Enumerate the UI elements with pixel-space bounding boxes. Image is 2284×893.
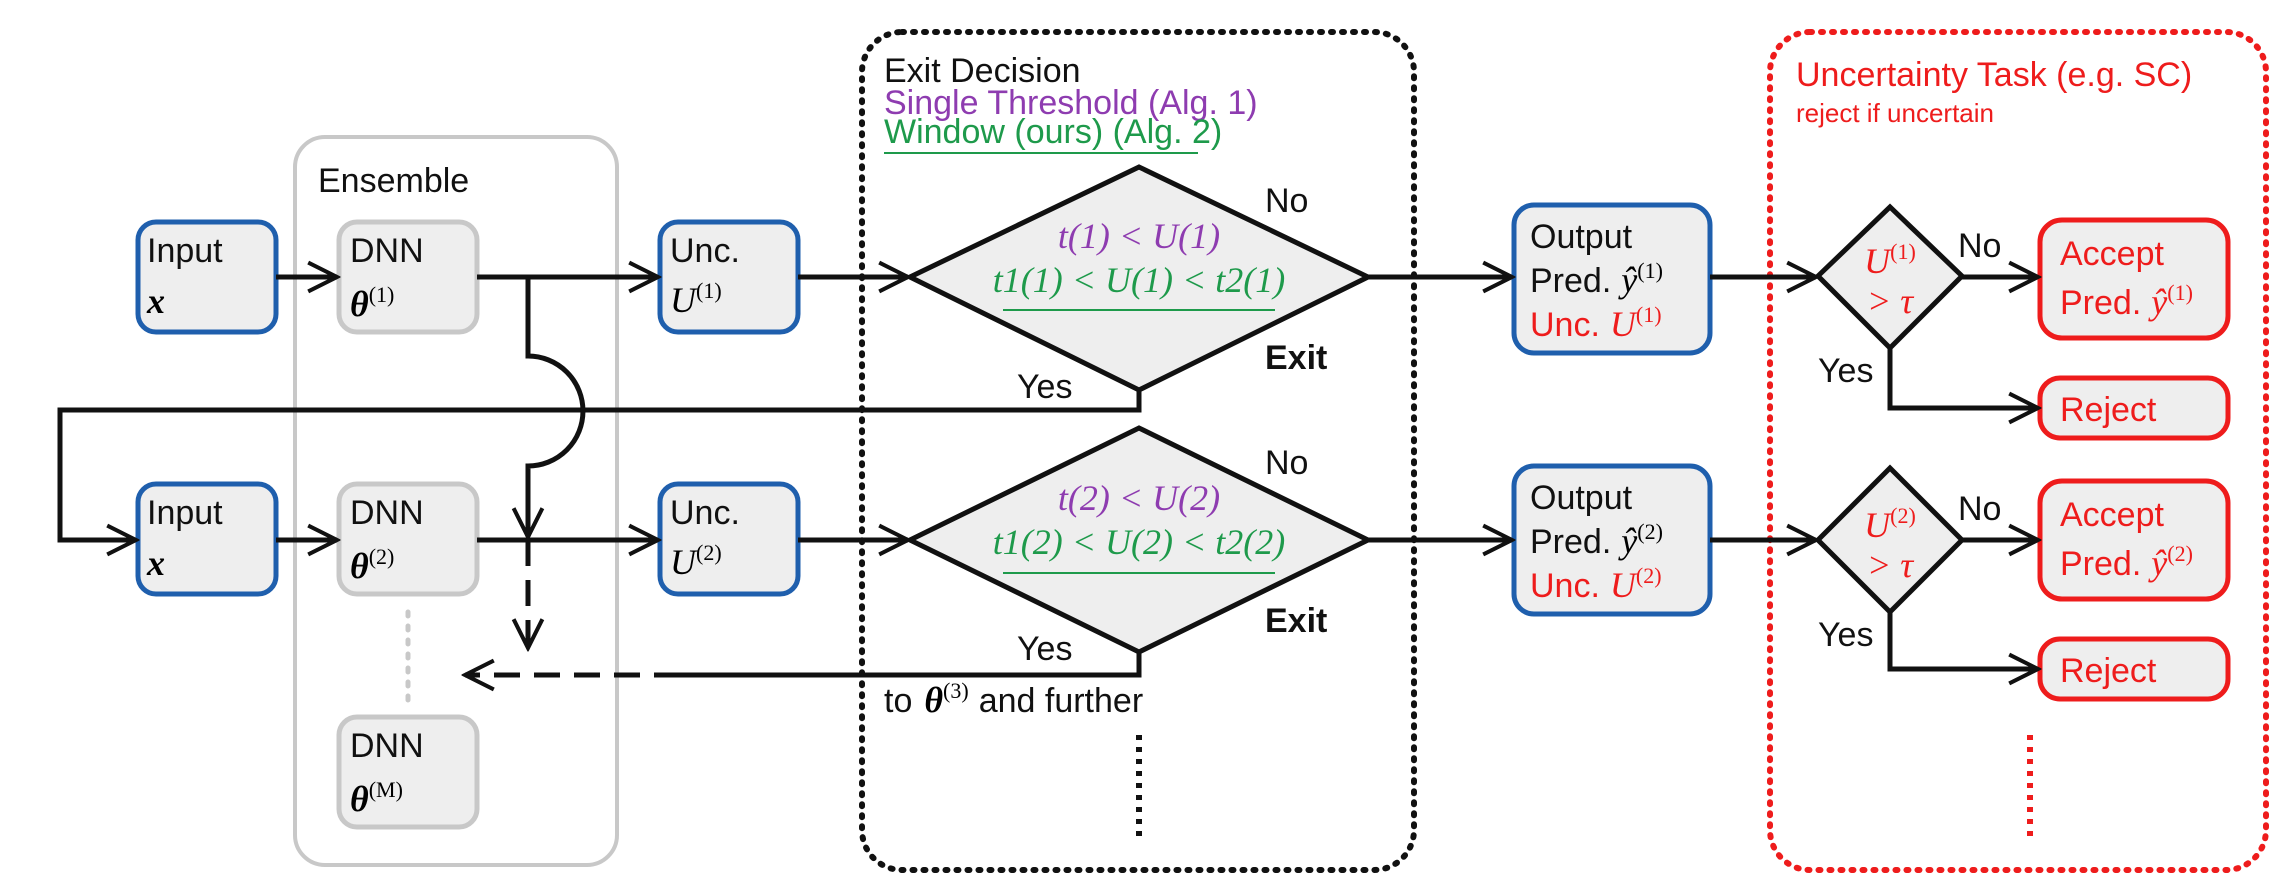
task-cond-tau-2: > τ (1867, 545, 1914, 585)
ensemble-title: Ensemble (318, 162, 469, 200)
reject-label-1: Reject (2060, 391, 2157, 429)
cond-single-2: t(2) < U(2) (1058, 478, 1220, 518)
uncertainty-task-subtitle: reject if uncertain (1796, 98, 1994, 128)
input-label-1: Input (147, 232, 223, 270)
task-no-2: No (1958, 490, 2001, 528)
output-unc-2: Unc.U(2) (1530, 563, 1662, 605)
dnn-theta-m: θ(M) (350, 777, 403, 819)
accept-label-1: Accept (2060, 235, 2164, 273)
uncertainty-task-title: Uncertainty Task (e.g. SC) (1796, 56, 2192, 94)
ensemble-container (293, 135, 619, 867)
connectors (57, 277, 2038, 675)
exit-label-1: Exit (1265, 339, 1327, 377)
uncertainty-task-container (1767, 29, 2269, 873)
accept-pred-1: Pred.ŷ(1) (2060, 280, 2193, 322)
reject-label-2: Reject (2060, 652, 2157, 690)
dnn-label-m: DNN (350, 727, 424, 765)
task-no-1: No (1958, 227, 2001, 265)
dnn-theta-2: θ(2) (350, 544, 394, 586)
yes-label-2: Yes (1017, 630, 1072, 668)
unc-label-1: Unc. (670, 232, 740, 270)
output-line1-1: Output (1530, 218, 1633, 256)
dnn-label-1: DNN (350, 232, 424, 270)
dnn-theta-1: θ(1) (350, 282, 394, 324)
no-label-1: No (1265, 182, 1308, 220)
dnn-label-2: DNN (350, 494, 424, 532)
no-label-2: No (1265, 444, 1308, 482)
dnn-box-m (336, 714, 480, 830)
unc-var-2: U(2) (670, 540, 722, 582)
cond-window-1: t1(1) < U(1) < t2(1) (993, 260, 1286, 300)
task-yes-1: Yes (1818, 352, 1873, 390)
task-cond-tau-1: > τ (1867, 281, 1914, 321)
output-pred-2: Pred.ŷ(2) (1530, 519, 1663, 561)
task-yes-2: Yes (1818, 616, 1873, 654)
task-cond-u-2: U(2) (1864, 503, 1916, 545)
single-threshold-label: Single Threshold (Alg. 1) (884, 84, 1258, 122)
accept-label-2: Accept (2060, 496, 2164, 534)
input-var-1: x (146, 281, 165, 321)
task-cond-u-1: U(1) (1864, 239, 1916, 281)
input-var-2: x (146, 543, 165, 583)
output-unc-1: Unc.U(1) (1530, 302, 1662, 344)
exit-label-2: Exit (1265, 602, 1327, 640)
cond-single-1: t(1) < U(1) (1058, 216, 1220, 256)
window-label: Window (ours) (Alg. 2) (884, 113, 1222, 151)
exit-decision-container (859, 29, 1417, 873)
yes-label-1: Yes (1017, 368, 1072, 406)
exit-decision-title: Exit Decision (884, 52, 1081, 90)
output-line1-2: Output (1530, 479, 1633, 517)
unc-label-2: Unc. (670, 494, 740, 532)
input-label-2: Input (147, 494, 223, 532)
unc-var-1: U(1) (670, 278, 722, 320)
accept-pred-2: Pred.ŷ(2) (2060, 541, 2193, 583)
output-pred-1: Pred.ŷ(1) (1530, 258, 1663, 300)
cond-window-2: t1(2) < U(2) < t2(2) (993, 522, 1286, 562)
